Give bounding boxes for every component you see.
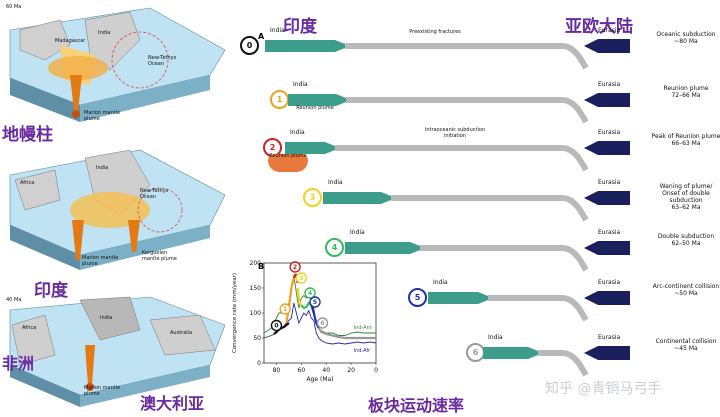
map3-label-india: India bbox=[100, 315, 113, 321]
stage-note-2: Intraoceanic subduction initiation bbox=[424, 127, 486, 139]
marker-label-1: 1 bbox=[283, 306, 287, 313]
x-tick-label: 60 bbox=[298, 367, 306, 374]
map-60ma-illustration bbox=[9, 7, 226, 122]
marker-circle-2 bbox=[289, 261, 301, 273]
marker-label-3: 3 bbox=[299, 275, 303, 282]
stage-eurasia-label-3: Eurasia bbox=[598, 179, 621, 186]
stage-caption-4: Double subduction 62–50 Ma bbox=[657, 233, 715, 247]
watermark: 知乎 @青铜马弓手 bbox=[545, 381, 662, 397]
y-tick-label: 0 bbox=[257, 360, 261, 367]
map2-label-marion: Marion mantle plume bbox=[82, 255, 119, 267]
y-tick-label: 150 bbox=[250, 285, 262, 292]
stage-india-label-1: India bbox=[293, 81, 308, 88]
stage-number-0: 0 bbox=[240, 36, 259, 55]
marker-circle-1 bbox=[279, 303, 291, 315]
x-tick-label: 40 bbox=[322, 367, 330, 374]
y-axis-label: Convergence rate (mm/year) bbox=[232, 273, 238, 353]
panel-a-label: A bbox=[258, 32, 265, 41]
y-tick-label: 200 bbox=[250, 260, 262, 267]
stage-caption-1: Reunion plume 72–66 Ma bbox=[663, 85, 709, 99]
marker-circle-3 bbox=[295, 272, 308, 284]
map3-label-marion: Marion mantle plume bbox=[84, 385, 121, 397]
series-label-ind-ant: Ind-Ant bbox=[354, 325, 372, 331]
stage-slab-5 bbox=[428, 291, 630, 322]
marker-circle-5 bbox=[309, 296, 321, 308]
stage-india-label-5: India bbox=[433, 279, 448, 286]
map3-label-australia: Australia bbox=[170, 330, 193, 336]
stage-caption-2: Peak of Reunion plume 66–63 Ma bbox=[651, 133, 720, 147]
stage-number-3: 3 bbox=[303, 188, 322, 207]
stage-slab-1 bbox=[288, 93, 630, 124]
series-label-ind-afr: Ind-Afr bbox=[354, 348, 372, 354]
marker-label-4: 4 bbox=[308, 290, 312, 297]
x-axis-label: Age (Ma) bbox=[306, 376, 333, 383]
stage-caption-0: Oceanic subduction ~80 Ma bbox=[656, 31, 716, 45]
australia-title: 澳大利亚 bbox=[140, 394, 205, 413]
marker-label-2: 2 bbox=[293, 264, 297, 271]
marker-label-5: 5 bbox=[313, 299, 317, 306]
marker-circle-4 bbox=[304, 287, 316, 299]
stage-slab-2 bbox=[285, 141, 630, 172]
map2-label-africa: Africa bbox=[20, 180, 35, 186]
map1-label-tethys: New-Tethys Ocean bbox=[148, 55, 177, 67]
map-mid-illustration bbox=[9, 149, 226, 270]
marker-circle-6 bbox=[316, 317, 329, 329]
stage-india-label-0: India bbox=[270, 27, 285, 34]
stage-caption-5: Arc-continent collision ~50 Ma bbox=[652, 283, 720, 297]
map3-label-africa: Africa bbox=[22, 325, 37, 331]
stage-india-label-6: India bbox=[488, 334, 503, 341]
map1-age: 60 Ma bbox=[6, 4, 22, 10]
plate-velocity-title: 板块运动速率 bbox=[368, 396, 465, 415]
stage-eurasia-label-6: Eurasia bbox=[598, 334, 621, 341]
stage-number-5: 5 bbox=[408, 288, 427, 307]
map1-label-marion: Marion mantle plume bbox=[84, 110, 121, 122]
stage-slab-6 bbox=[483, 346, 630, 377]
stage-india-label-2: India bbox=[290, 129, 305, 136]
series-line-8 bbox=[317, 327, 376, 340]
map1-label-india: India bbox=[98, 30, 111, 36]
stage-eurasia-label-0: Eurasia bbox=[598, 27, 621, 34]
stage-eurasia-label-1: Eurasia bbox=[598, 81, 621, 88]
marker-label-0: 0 bbox=[274, 323, 278, 330]
stage-india-label-3: India bbox=[328, 179, 343, 186]
stage-eurasia-label-5: Eurasia bbox=[598, 279, 621, 286]
left-maps: 60 Ma India Madagascar New-Tethys Ocean … bbox=[0, 0, 228, 417]
x-tick-label: 0 bbox=[374, 367, 378, 374]
stage-eurasia-label-2: Eurasia bbox=[598, 129, 621, 136]
x-tick-label: 20 bbox=[347, 367, 355, 374]
stage-slab-0 bbox=[265, 39, 630, 70]
mantle-plume-title: 地幔柱 bbox=[2, 125, 53, 145]
map2-label-kerguelen: Kerguelen mantle plume bbox=[142, 250, 177, 262]
map2-label-tethys: New-Tethys Ocean bbox=[140, 188, 169, 200]
map1-label-madagascar: Madagascar bbox=[55, 38, 86, 44]
india-title-left: 印度 bbox=[34, 281, 68, 301]
map-40ma-illustration bbox=[9, 296, 226, 407]
marker-circle-0 bbox=[270, 319, 283, 332]
stage-india-label-4: India bbox=[350, 229, 365, 236]
x-tick-label: 80 bbox=[273, 367, 281, 374]
eurasia-title: 亚欧大陆 bbox=[565, 17, 633, 37]
y-tick-label: 50 bbox=[253, 335, 261, 342]
map2-label-india: India bbox=[96, 165, 109, 171]
y-tick-label: 100 bbox=[250, 310, 262, 317]
africa-title: 非洲 bbox=[2, 354, 35, 373]
map3-age: 40 Ma bbox=[6, 297, 22, 303]
stage-caption-3: Waning of plume/ Onset of double subduct… bbox=[659, 183, 713, 211]
stage-plume-2: Reunion plume bbox=[268, 153, 308, 172]
india-title: 印度 bbox=[283, 17, 317, 37]
stage-note-0: Preexisting fractures bbox=[409, 29, 461, 35]
stage-eurasia-label-4: Eurasia bbox=[598, 229, 621, 236]
marker-label-6: 6 bbox=[320, 320, 324, 327]
stage-caption-6: Continental collision ~45 Ma bbox=[655, 338, 717, 352]
series-line-5 bbox=[296, 287, 303, 306]
stage-number-4: 4 bbox=[325, 238, 344, 257]
stage-slab-3 bbox=[323, 191, 630, 222]
stage-note-1: Reunion plume bbox=[296, 105, 334, 111]
stage-slab-4 bbox=[345, 241, 630, 272]
panel-b-label: B bbox=[258, 262, 265, 271]
